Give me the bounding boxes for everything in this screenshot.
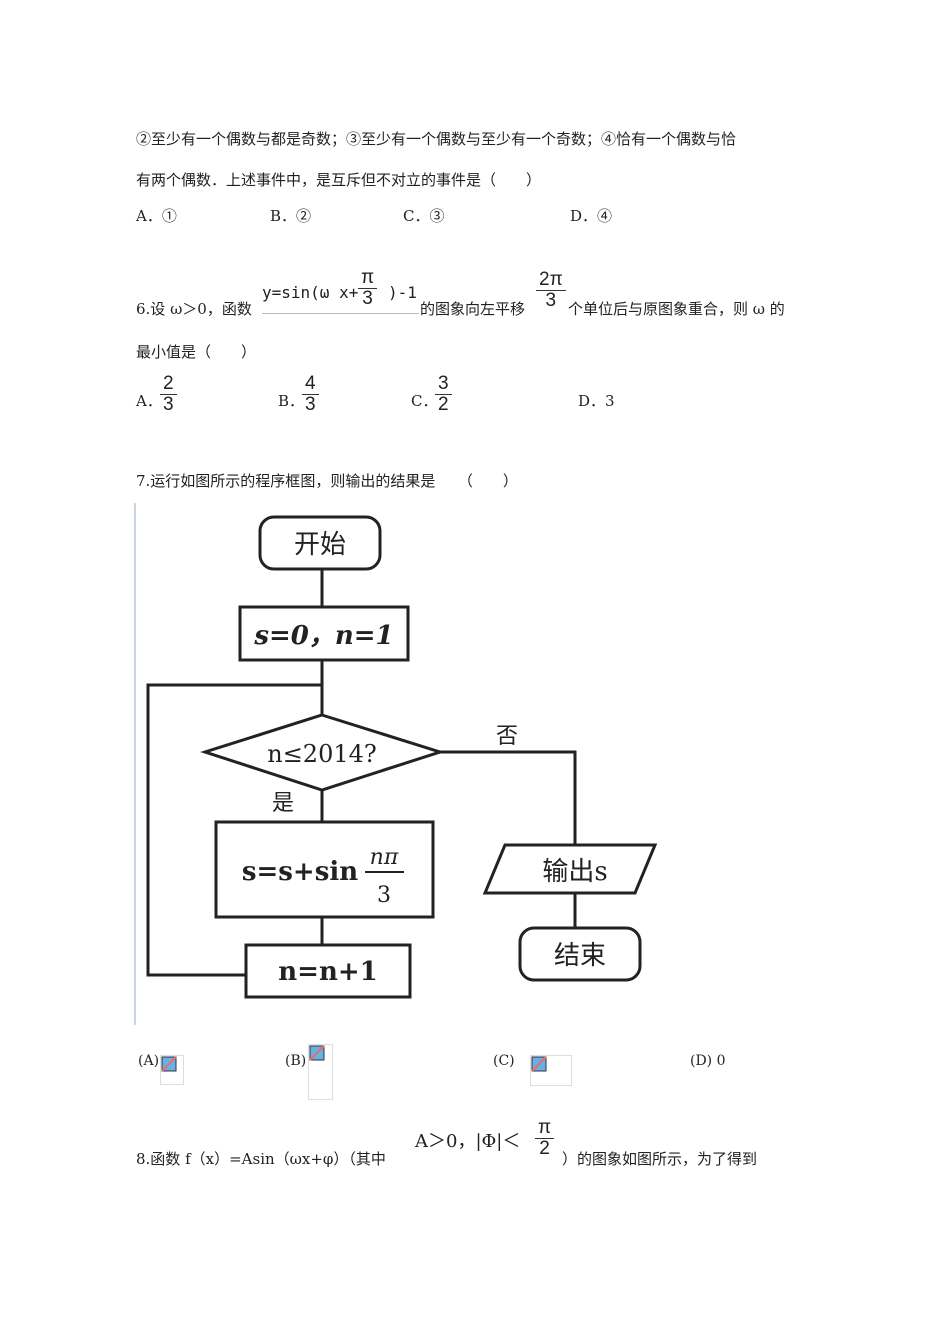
denominator: 3: [163, 394, 174, 415]
denominator: 2: [539, 1138, 550, 1159]
increment-box: [244, 943, 412, 999]
q5-option-b: B．②: [270, 207, 312, 225]
q5-option-c: C．③: [403, 207, 445, 225]
start-box: [258, 515, 382, 571]
q6-formula-tail: )-1: [388, 283, 417, 302]
q5-line2: 有两个偶数．上述事件中，是互斥但不对立的事件是（ ）: [136, 171, 542, 189]
q7-option-a: (A): [138, 1053, 160, 1069]
output-label: 输出s: [542, 857, 607, 887]
broken-image-icon: [530, 1055, 572, 1086]
numerator: 4: [302, 374, 319, 395]
q8-suffix: ）的图象如图所示，为了得到: [562, 1150, 758, 1168]
q6-line2: 最小值是（ ）: [136, 343, 257, 361]
output-box: [482, 843, 658, 895]
q8-condition: A＞0，|Φ|＜: [415, 1131, 521, 1152]
q5-option-a: A．①: [136, 207, 177, 225]
denominator: 3: [305, 394, 316, 415]
yes-label: 是: [272, 791, 294, 816]
q5-option-d: D．④: [570, 207, 613, 225]
q6-option-d: D．3: [578, 392, 615, 410]
condition-label: n≤2014?: [267, 740, 377, 768]
q6-option-c-label: C．: [411, 392, 438, 410]
no-line: [440, 750, 577, 845]
init-label: s=0，n=1: [253, 621, 393, 651]
q6-prefix: 6.设 ω＞0，函数: [136, 300, 252, 318]
numerator: 2π: [536, 270, 566, 291]
q7-option-b: (B): [285, 1053, 307, 1069]
numerator: 2: [160, 374, 177, 395]
body-denominator: 3: [377, 883, 391, 908]
end-box: [518, 926, 642, 982]
numerator: 3: [435, 374, 452, 395]
q6-suffix: 个单位后与原图象重合，则 ω 的: [568, 300, 785, 318]
q6-option-b-label: B．: [278, 392, 305, 410]
broken-image-icon: [160, 1055, 184, 1085]
denominator: 2: [438, 394, 449, 415]
q8-prefix: 8.函数 f（x）=Asin（ωx+φ）（其中: [136, 1150, 386, 1168]
q7-stem: 7.运行如图所示的程序框图，则输出的结果是 （ ）: [136, 472, 518, 490]
q6-mid: 的图象向左平移: [420, 300, 526, 318]
body-box: [214, 820, 435, 919]
init-box: [238, 605, 410, 662]
q6-formula: y=sin(ω x+: [262, 283, 419, 314]
body-numerator: nπ: [370, 845, 399, 870]
q5-line1: ②至少有一个偶数与都是奇数；③至少有一个偶数与至少有一个奇数；④恰有一个偶数与恰: [136, 130, 737, 148]
body-label: s=s+sin: [242, 857, 358, 887]
q7-option-d: (D) 0: [690, 1053, 726, 1069]
denominator: 3: [545, 290, 557, 311]
end-label: 结束: [554, 941, 606, 971]
broken-image-icon: [308, 1044, 333, 1100]
denominator: 3: [362, 288, 373, 309]
numerator: π: [535, 1118, 555, 1139]
start-label: 开始: [294, 530, 346, 560]
loop-line: [146, 683, 322, 977]
no-label: 否: [496, 724, 518, 749]
numerator: π: [358, 268, 378, 289]
q6-option-a-label: A．: [136, 392, 162, 410]
increment-label: n=n+1: [278, 957, 377, 987]
q6-formula-text: y=sin(ω x+: [262, 283, 359, 302]
q7-option-c: (C): [493, 1053, 515, 1069]
